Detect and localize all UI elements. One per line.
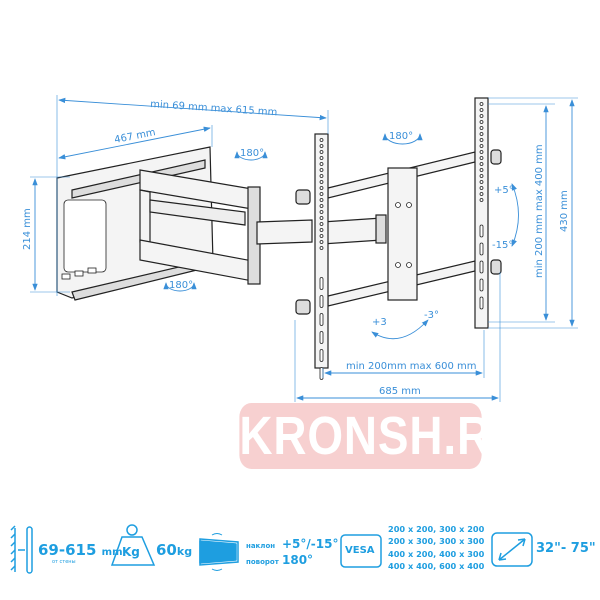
rail-hole bbox=[319, 222, 324, 226]
rail-hole bbox=[479, 180, 484, 184]
tilt-label: наклон bbox=[246, 542, 276, 550]
vesa-line: 200 x 200, 300 x 200 bbox=[388, 524, 485, 534]
vesa-line: 200 x 300, 300 x 300 bbox=[388, 536, 485, 547]
rail-hole bbox=[319, 192, 324, 196]
rail-slot bbox=[319, 295, 324, 308]
distance-unit: mm bbox=[101, 547, 123, 558]
rail-hole bbox=[319, 240, 324, 244]
rail-hole bbox=[479, 162, 484, 166]
tilt-up: +5° bbox=[494, 185, 514, 196]
rail-hole bbox=[319, 210, 324, 214]
rotation-head: 180° bbox=[389, 131, 413, 142]
vesa-list: 200 x 200, 300 x 200 200 x 300, 300 x 30… bbox=[388, 523, 484, 572]
rail-hole bbox=[319, 174, 324, 178]
rail-hole bbox=[479, 144, 484, 148]
rail-hole bbox=[479, 108, 484, 112]
dim-total-depth: min 69 mm max 615 mm bbox=[150, 99, 278, 118]
rail-slot bbox=[479, 278, 484, 292]
rail-hole bbox=[319, 180, 324, 184]
articulating-arm bbox=[139, 169, 387, 285]
rail-slot bbox=[479, 296, 484, 310]
vesa-icon bbox=[340, 534, 382, 568]
rail-hole bbox=[479, 132, 484, 136]
rail-hole bbox=[479, 126, 484, 130]
rail-slot bbox=[479, 242, 484, 256]
rail-hole bbox=[479, 156, 484, 160]
weight-icon-label: Kg bbox=[122, 545, 140, 559]
rail-hole bbox=[479, 114, 484, 118]
rail-hole bbox=[479, 198, 484, 202]
rail-hole bbox=[479, 150, 484, 154]
watermark: KRONSH.RU bbox=[239, 403, 524, 469]
rail-hole bbox=[479, 168, 484, 172]
dimension-lines bbox=[30, 95, 578, 402]
weight-value: 60 bbox=[156, 541, 177, 559]
vesa-icon-label: VESA bbox=[345, 545, 375, 556]
swivel-label: поворот bbox=[246, 558, 279, 566]
rail-hole bbox=[319, 234, 324, 238]
screen-size: 32"- 75" bbox=[536, 541, 596, 556]
vesa-line: 400 x 400, 600 x 400 bbox=[388, 560, 485, 571]
rail-hole bbox=[319, 198, 324, 202]
swivel-value: 180° bbox=[282, 553, 314, 567]
rail-hole bbox=[319, 228, 324, 232]
tv-bracket bbox=[295, 97, 502, 380]
weight-unit: kg bbox=[176, 545, 193, 558]
rail-hole bbox=[319, 144, 324, 148]
rail-slot bbox=[479, 224, 484, 238]
rail-hole bbox=[319, 162, 324, 166]
rail-slot bbox=[319, 349, 324, 362]
tilt-swivel-icon bbox=[199, 533, 239, 571]
level-minus: -3° bbox=[424, 310, 439, 321]
rail-hole bbox=[319, 246, 324, 250]
distance-value: 69-615 bbox=[38, 541, 97, 559]
rail-hole bbox=[479, 192, 484, 196]
tilt-value: +5°/-15° bbox=[282, 537, 339, 551]
screen-diagonal-icon bbox=[491, 532, 533, 567]
rail-hole bbox=[479, 102, 484, 106]
rail-hole bbox=[479, 138, 484, 142]
rail-slot bbox=[319, 313, 324, 326]
weight-spec: 60kg bbox=[156, 541, 192, 559]
rail-hole bbox=[479, 186, 484, 190]
rail-hole bbox=[319, 204, 324, 208]
tilt-down: -15° bbox=[492, 240, 513, 251]
level-plus: +3 bbox=[372, 317, 387, 328]
distance-spec: 69-615 mm bbox=[38, 541, 123, 559]
dim-vesa-horizontal: min 200mm max 600 mm bbox=[346, 361, 477, 372]
rail-slot bbox=[479, 260, 484, 274]
rotation-top: 180° bbox=[240, 148, 264, 159]
vesa-line: 400 x 200, 400 x 300 bbox=[388, 548, 485, 559]
rail-hole bbox=[319, 186, 324, 190]
dim-rail-height: 430 mm bbox=[559, 190, 570, 232]
rail-slot bbox=[319, 331, 324, 344]
rail-slot bbox=[319, 367, 324, 380]
rotation-bottom: 180° bbox=[169, 280, 193, 291]
rail-slot bbox=[319, 277, 324, 290]
rail-hole bbox=[319, 150, 324, 154]
dim-plate-height: 214 mm bbox=[22, 208, 33, 250]
rail-hole bbox=[319, 138, 324, 142]
rail-hole bbox=[479, 120, 484, 124]
wall-plate bbox=[56, 146, 214, 301]
distance-note: от стены bbox=[52, 559, 76, 565]
rail-hole bbox=[479, 174, 484, 178]
rail-hole bbox=[319, 168, 324, 172]
weight-icon bbox=[110, 524, 156, 566]
dim-vesa-vertical: min 200 mm max 400 mm bbox=[534, 144, 545, 278]
wall-distance-icon bbox=[10, 525, 33, 574]
rail-hole bbox=[319, 156, 324, 160]
rail-hole bbox=[319, 216, 324, 220]
dim-total-width: 685 mm bbox=[379, 386, 421, 397]
